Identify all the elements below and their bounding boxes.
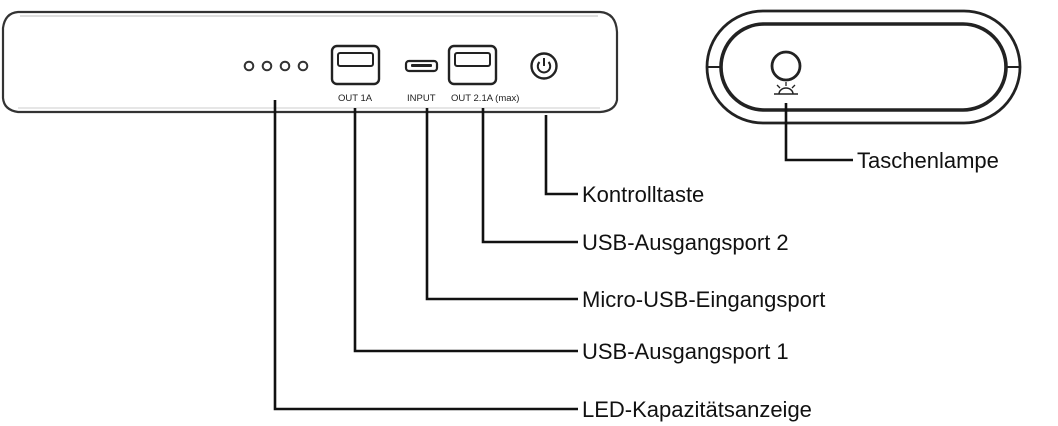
callout-usb-out-2: USB-Ausgangsport 2 — [582, 230, 789, 255]
leader-line-usb-out-2 — [481, 108, 578, 244]
leader-line-micro-usb-in — [425, 108, 578, 301]
power-button — [530, 52, 558, 80]
power-symbol-arc — [536, 61, 552, 74]
callout-usb-out-1: USB-Ausgangsport 1 — [582, 339, 789, 364]
micro-usb-port-slot — [411, 64, 432, 67]
port-label-out2: OUT 2.1A (max) — [451, 93, 519, 104]
leader-line-control-button — [544, 115, 578, 196]
powerbank-side-view — [705, 9, 1022, 125]
leader-line-usb-out-1 — [353, 108, 578, 353]
powerbank-body — [1, 10, 619, 114]
usb-a-port-tongue — [337, 52, 374, 67]
leader-line-led-indicator — [273, 100, 578, 411]
led-dot-icon — [297, 60, 309, 72]
powerbank-front-view: OUT 1A INPUT OUT 2.1A (max) — [1, 10, 619, 114]
callout-led-indicator: LED-Kapazitätsanzeige — [582, 397, 812, 422]
port-label-out1: OUT 1A — [338, 93, 373, 104]
leader-lines — [273, 100, 853, 411]
led-indicator-group — [243, 60, 309, 72]
led-dot-icon — [243, 60, 255, 72]
callout-control-button: Kontrolltaste — [582, 182, 704, 207]
usb-a-port-2: OUT 2.1A (max) — [447, 44, 519, 104]
callout-flashlight: Taschenlampe — [857, 148, 999, 173]
led-dot-icon — [261, 60, 273, 72]
led-dot-icon — [279, 60, 291, 72]
usb-a-port-1: OUT 1A — [330, 44, 381, 104]
flashlight-icon — [770, 50, 802, 82]
usb-a-port-tongue — [454, 52, 491, 67]
leader-line-flashlight — [784, 103, 853, 162]
port-label-input: INPUT — [407, 93, 436, 104]
callout-labels: Taschenlampe Kontrolltaste USB-Ausgangsp… — [582, 148, 999, 422]
callout-micro-usb-in: Micro-USB-Eingangsport — [582, 287, 825, 312]
flashlight-glyph-icon — [774, 82, 798, 95]
micro-usb-port: INPUT — [404, 59, 439, 104]
side-view-inner-shell — [719, 22, 1008, 112]
